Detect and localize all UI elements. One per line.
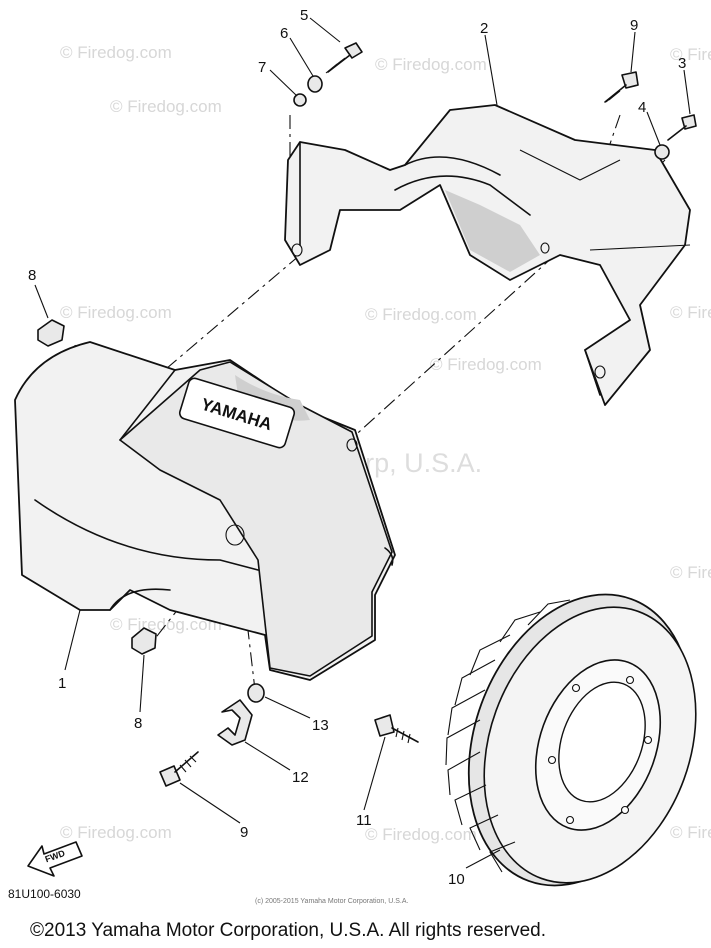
callout-5: 5: [300, 7, 308, 24]
callout-8-upper: 8: [28, 267, 36, 284]
callout-numbers: 5 6 7 2 9 3 4 8 1 8 13 12 9 11 10: [28, 7, 686, 888]
callout-1: 1: [58, 675, 66, 692]
diagram-code: 81U100-6030: [8, 887, 81, 901]
nut-part-8-lower: [131, 627, 157, 655]
callout-8-lower: 8: [134, 715, 142, 732]
washer-part-4: [654, 144, 670, 160]
leader-lines: [34, 17, 691, 869]
bolt-part-9-upper: [604, 71, 639, 103]
callout-4: 4: [638, 99, 646, 116]
collar-part-13: [247, 683, 265, 703]
watermark-firedog: © Firedog.com: [670, 563, 711, 582]
assembly-line: [237, 544, 256, 691]
bolt-part-9-lower: [159, 751, 199, 787]
flywheel-fan-part-10: [445, 593, 697, 887]
callout-11: 11: [356, 812, 372, 829]
upper-shroud-part-2: [284, 104, 691, 406]
watermark-firedog: © Firedog.com: [365, 825, 477, 844]
callout-3: 3: [678, 55, 686, 72]
watermark-firedog: © Firedog.com: [110, 97, 222, 116]
watermark-firedog: © Firedog.com: [670, 823, 711, 842]
assembly-line: [349, 254, 556, 441]
bolt-part-11: [374, 714, 419, 744]
watermark-firedog: © Firedog.com: [670, 303, 711, 322]
inner-copyright: (c) 2005-2015 Yamaha Motor Corporation, …: [255, 898, 408, 905]
watermark-firedog: © Firedog.com: [60, 823, 172, 842]
clamp-part-12: [217, 699, 253, 746]
washer-part-6: [307, 75, 323, 93]
hardware-parts: [37, 42, 697, 787]
callout-9-upper: 9: [630, 17, 638, 34]
watermark-firedog: © Firedog.com: [365, 305, 477, 324]
callout-10: 10: [448, 871, 465, 888]
forward-arrow: FWD: [27, 841, 83, 877]
lower-shroud-part-1: YAMAHA: [14, 341, 396, 681]
watermark-firedog: © Firedog.com: [60, 303, 172, 322]
watermark-firedog: © Firedog.com: [375, 55, 487, 74]
callout-2: 2: [480, 20, 488, 37]
bolt-part-3: [667, 114, 697, 141]
washer-part-7: [293, 93, 307, 107]
callout-9-lower: 9: [240, 824, 248, 841]
watermark-firedog: © Firedog.com: [110, 615, 222, 634]
bolt-part-5: [325, 42, 363, 74]
watermark-firedog: © Firedog.com: [60, 43, 172, 62]
callout-7: 7: [258, 59, 266, 76]
nut-part-8-upper: [37, 319, 65, 347]
footer-copyright: ©2013 Yamaha Motor Corporation, U.S.A. A…: [30, 920, 546, 941]
callout-6: 6: [280, 25, 288, 42]
watermark-firedog: © Firedog.com: [430, 355, 542, 374]
callout-13: 13: [312, 717, 329, 734]
callout-12: 12: [292, 769, 309, 786]
watermark-firedog: © Firedog.com: [670, 45, 711, 64]
